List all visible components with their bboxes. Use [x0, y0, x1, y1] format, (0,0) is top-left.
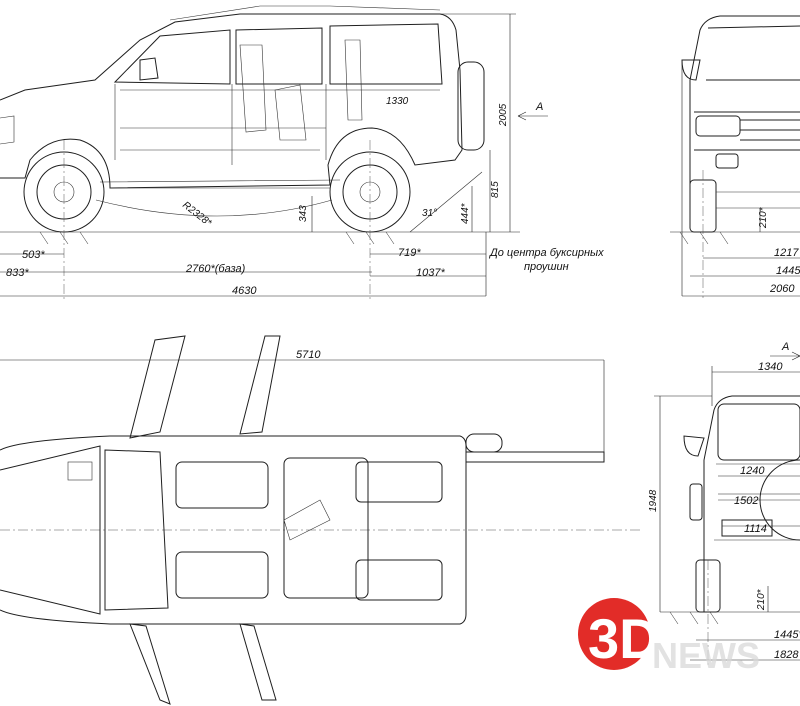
top-view: 5710 — [0, 335, 640, 705]
watermark-logo: 3D NEWS — [578, 598, 760, 676]
rear-dim-top-width: 1340 — [758, 361, 783, 373]
top-body-outline — [0, 435, 467, 625]
side-dim-rear-wheel-offset: 719* — [398, 247, 421, 259]
side-dim-interior: 1330 — [386, 96, 409, 107]
rear-ground — [660, 611, 800, 625]
side-note-line2: проушин — [524, 261, 569, 273]
side-roof-rail — [169, 5, 441, 21]
side-arrow-label: А — [535, 101, 543, 113]
side-dim-clearance-rear: 444* — [460, 202, 471, 224]
rear-window — [717, 403, 800, 461]
rear-dim-clearance: 210* — [756, 588, 767, 611]
side-seats — [239, 39, 363, 141]
top-spare-wheel — [465, 433, 503, 453]
side-headlight — [0, 115, 15, 145]
front-dim-track: 1217 — [774, 247, 799, 259]
rear-door-lines — [714, 463, 800, 541]
side-ramp-arc — [95, 199, 333, 217]
top-windshield — [104, 449, 169, 611]
front-grille — [740, 119, 800, 141]
side-dim-clearance-front: 343 — [298, 205, 309, 222]
rear-dim-lower-width: 1114 — [744, 523, 767, 535]
top-hood — [0, 445, 101, 615]
side-body-outline — [0, 13, 463, 189]
top-hood-vent — [67, 461, 93, 481]
rear-view: А 1340 1948 1240 1502 1114 210* 1445* 18… — [648, 341, 800, 668]
side-center-lines — [63, 140, 371, 300]
front-fog-lamp — [715, 153, 739, 169]
watermark-digits: 3D — [588, 607, 660, 670]
front-ground — [670, 231, 800, 245]
side-dim-wheelbase: 2760*(база) — [185, 263, 246, 275]
rear-arrow-label: А — [781, 341, 789, 353]
rear-arrow-a — [770, 351, 800, 361]
watermark-text: NEWS — [652, 635, 760, 676]
side-dim-total-height: 2005 — [498, 103, 509, 127]
top-rear-door — [466, 451, 605, 463]
side-door-lines — [114, 84, 440, 165]
side-window-front — [113, 29, 231, 85]
front-dim-width-tires: 1445 — [776, 265, 800, 277]
top-dim-line — [0, 359, 605, 462]
front-headlight — [695, 115, 741, 137]
side-spare-wheel — [457, 61, 485, 151]
side-view: 503* 833* 2760*(база) 1037* 4630 719* 13… — [0, 5, 604, 300]
top-dim-doors-open: 5710 — [296, 349, 321, 361]
rear-mirror — [683, 435, 705, 457]
rear-spare-wheel — [759, 459, 800, 541]
rear-dim-height: 1948 — [648, 489, 659, 512]
side-dim-hitch-height: 815 — [490, 181, 501, 198]
rear-dim-inner-width: 1502 — [734, 495, 758, 507]
side-window-middle — [235, 27, 323, 85]
side-dim-rear-overhang: 1037* — [416, 267, 445, 279]
side-dim-front-overhang: 833* — [6, 267, 29, 279]
side-mirror — [139, 57, 159, 81]
side-dim-departure-angle: 31° — [422, 208, 437, 219]
side-window-rear — [329, 23, 443, 85]
rear-body-outline — [703, 395, 800, 612]
front-axle — [716, 191, 800, 209]
front-windshield — [706, 25, 800, 81]
side-departure-line — [409, 171, 483, 233]
rear-dim-track: 1445* — [774, 629, 800, 641]
front-dim-clearance: 210* — [758, 206, 769, 229]
side-dim-total-length: 4630 — [232, 285, 257, 297]
front-view: 1217 1445 2060 210* — [670, 15, 800, 298]
front-dim-lines — [681, 60, 800, 297]
side-dim-front-wheel-offset: 503* — [22, 249, 45, 261]
top-seats — [175, 457, 443, 601]
top-open-doors — [129, 335, 281, 705]
front-body-outline — [689, 15, 800, 190]
side-chassis — [99, 149, 341, 189]
side-ground — [0, 231, 520, 245]
side-arrow-a — [517, 111, 548, 121]
rear-lamp — [689, 483, 703, 521]
side-note-line1: До центра буксирных — [488, 247, 604, 259]
rear-dim-lines — [654, 366, 800, 661]
side-dim-lines — [0, 13, 516, 297]
front-dim-width-mirrors: 2060 — [769, 283, 795, 295]
rear-dim-overall: 1828 — [774, 649, 799, 661]
rear-dim-door-width: 1240 — [740, 465, 765, 477]
